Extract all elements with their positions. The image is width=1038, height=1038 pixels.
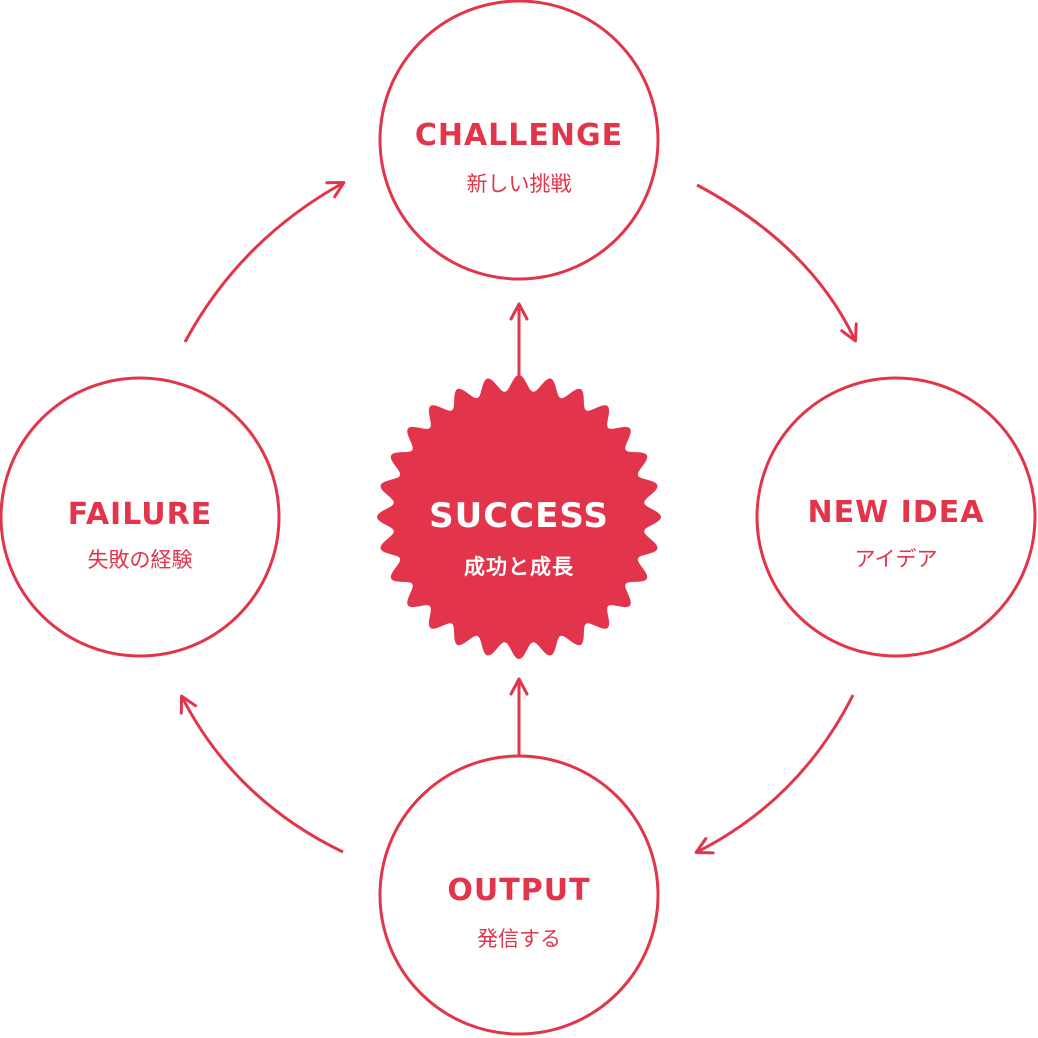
node-output: OUTPUT 発信する — [378, 754, 660, 1036]
failure-circle — [0, 376, 281, 658]
output-circle — [378, 754, 660, 1036]
arrow-challenge-to-new-idea — [696, 183, 858, 343]
new-idea-title: NEW IDEA — [808, 495, 985, 530]
new-idea-circle — [755, 376, 1037, 658]
new-idea-subtitle: アイデア — [855, 547, 938, 571]
node-success: SUCCESS 成功と成長 — [377, 375, 661, 659]
arrow-new-idea-to-output — [694, 694, 855, 855]
output-title: OUTPUT — [447, 873, 590, 908]
failure-subtitle: 失敗の経験 — [88, 548, 193, 572]
success-title: SUCCESS — [429, 496, 609, 536]
failure-title: FAILURE — [68, 497, 212, 532]
output-subtitle: 発信する — [477, 927, 561, 951]
node-failure: FAILURE 失敗の経験 — [0, 376, 281, 658]
arrow-failure-to-challenge — [183, 181, 346, 343]
success-subtitle: 成功と成長 — [464, 555, 574, 579]
challenge-subtitle: 新しい挑戦 — [467, 172, 572, 196]
success-badge — [377, 375, 661, 659]
challenge-title: CHALLENGE — [415, 118, 623, 153]
arrow-output-to-failure — [179, 694, 344, 854]
challenge-circle — [378, 0, 660, 281]
node-challenge: CHALLENGE 新しい挑戦 — [378, 0, 660, 281]
node-new-idea: NEW IDEA アイデア — [755, 376, 1037, 658]
